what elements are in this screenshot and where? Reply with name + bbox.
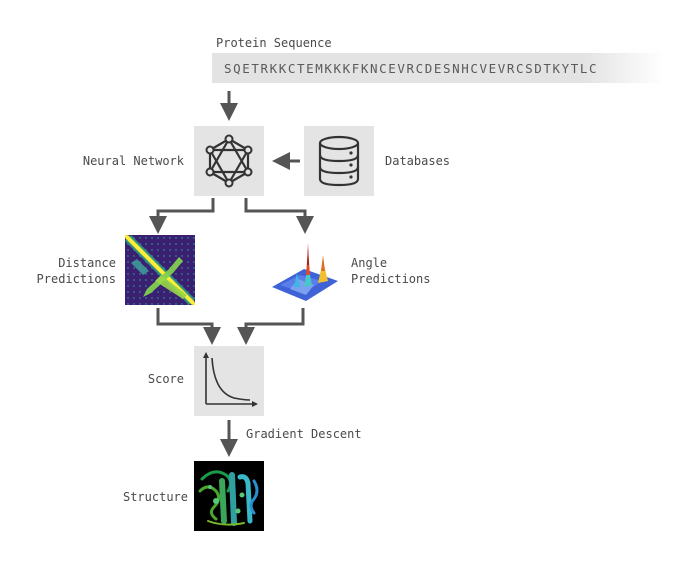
structure-label: Structure	[122, 490, 188, 504]
protein-sequence-bar	[212, 53, 664, 83]
distance-predictions-label-line2: Predictions	[36, 272, 116, 286]
database-icon	[318, 135, 360, 187]
databases-box	[304, 126, 374, 196]
angle-predictions-label-line1: Angle	[351, 256, 388, 270]
protein-sequence-value: SQETRKKCTEMKKKFKNCEVRCDESNHCVEVRCSDTKYTL…	[224, 61, 599, 76]
protein-sequence-label: Protein Sequence	[216, 36, 332, 50]
neural-network-icon	[205, 134, 253, 188]
neural-network-label: Neural Network	[82, 154, 184, 168]
neural-network-box	[194, 126, 264, 196]
score-label: Score	[147, 372, 184, 386]
arrow-distance-to-score	[156, 308, 221, 345]
score-curve-icon	[203, 352, 258, 407]
protein-structure-image	[194, 461, 264, 531]
score-box	[194, 346, 264, 416]
angle-predictions-label-line2: Predictions	[351, 272, 431, 286]
distance-predictions-label-line1: Distance	[58, 256, 116, 270]
gradient-descent-label: Gradient Descent	[246, 427, 362, 441]
arrow-angle-to-score	[237, 308, 305, 345]
angle-surface-image	[270, 235, 340, 305]
arrow-network-to-distance	[149, 198, 215, 234]
databases-label: Databases	[385, 154, 451, 168]
distance-map-image	[125, 235, 195, 305]
arrow-network-to-angle	[244, 198, 314, 234]
